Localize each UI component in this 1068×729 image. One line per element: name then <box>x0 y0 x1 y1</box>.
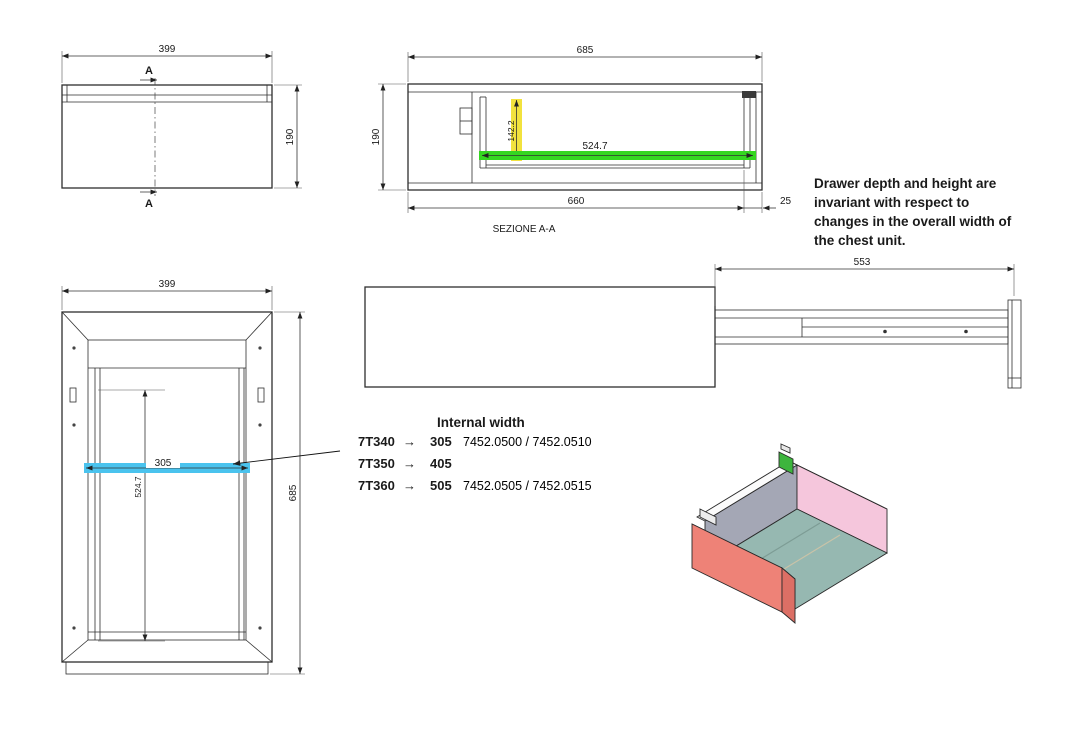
mount-hole <box>72 346 76 350</box>
slide-length-dim: 553 <box>854 257 871 268</box>
slide-view: 553 <box>364 257 1022 389</box>
mount-hole <box>72 423 76 427</box>
base-dim: 660 <box>568 196 585 207</box>
arrow-right-icon: → <box>403 456 416 471</box>
isometric-view <box>691 443 888 624</box>
front-internal-height-dim: 524.7 <box>133 476 143 498</box>
dim-text-backing <box>146 456 180 468</box>
side-view-outline <box>61 84 273 189</box>
green-clip <box>778 451 794 475</box>
back-wall-rim <box>788 460 888 510</box>
mount-hole <box>258 423 262 427</box>
front-height-dim: 685 <box>288 484 299 501</box>
drawer-body-outline <box>364 286 716 388</box>
annotation-note: Drawer depth and height are invariant wi… <box>814 176 1012 248</box>
section-label-bottom: A <box>145 198 153 210</box>
side-height-dim: 190 <box>285 128 296 145</box>
internal-depth-dim: 524.7 <box>582 141 607 152</box>
rim-bracket <box>699 508 717 526</box>
section-width-dim: 685 <box>577 45 594 56</box>
mount-hole <box>258 626 262 630</box>
offset-dim: 25 <box>780 196 792 207</box>
front-internal-width-dim: 305 <box>155 458 172 469</box>
screw-hole-1 <box>883 329 887 334</box>
screw-hole-2 <box>964 329 968 334</box>
mount-slot <box>257 387 265 403</box>
clip-tab <box>780 443 791 454</box>
note-line-1: Drawer depth and height are <box>814 176 997 191</box>
legend-width-305: 305 <box>430 434 452 449</box>
side-view: A A 399 190 <box>61 44 302 210</box>
rear-stop-detail <box>742 91 756 98</box>
section-label-top: A <box>145 65 153 77</box>
note-line-4: the chest unit. <box>814 233 906 248</box>
drawer-height-dim: 142.2 <box>506 120 516 142</box>
side-width-dim: 399 <box>159 44 176 55</box>
front-inner-frame <box>87 339 247 641</box>
section-view-outline <box>407 83 763 191</box>
mount-slot <box>69 387 77 403</box>
legend-width-505: 505 <box>430 478 452 493</box>
base-strip <box>65 661 269 675</box>
mount-hole <box>258 346 262 350</box>
note-line-3: changes in the overall width of <box>814 214 1012 229</box>
internal-width-legend: Internal width 7T340 → 305 7452.0500 / 7… <box>232 415 592 493</box>
front-width-dim: 399 <box>159 279 176 290</box>
legend-title: Internal width <box>437 415 525 430</box>
arrow-right-icon: → <box>403 478 416 493</box>
arrow-right-icon: → <box>403 434 416 449</box>
section-view: 142.2 524.7 685 190 660 25 SEZIONE A-A <box>371 45 792 235</box>
note-line-2: invariant with respect to <box>814 195 969 210</box>
mount-hole <box>72 626 76 630</box>
front-view-outline <box>61 311 273 663</box>
legend-width-405: 405 <box>430 456 452 471</box>
legend-model-7T360: 7T360 <box>358 478 395 493</box>
leader-arrow <box>232 450 341 466</box>
legend-model-7T340: 7T340 <box>358 434 395 449</box>
legend-codes-7T340: 7452.0500 / 7452.0510 <box>463 435 592 449</box>
front-view: 399 685 524.7 305 <box>61 279 305 675</box>
legend-codes-7T360: 7452.0505 / 7452.0515 <box>463 479 592 493</box>
legend-model-7T350: 7T350 <box>358 456 395 471</box>
rear-bracket <box>1007 299 1022 389</box>
front-panel-end <box>781 567 796 624</box>
section-height-dim: 190 <box>371 128 382 145</box>
section-caption: SEZIONE A-A <box>493 224 556 235</box>
